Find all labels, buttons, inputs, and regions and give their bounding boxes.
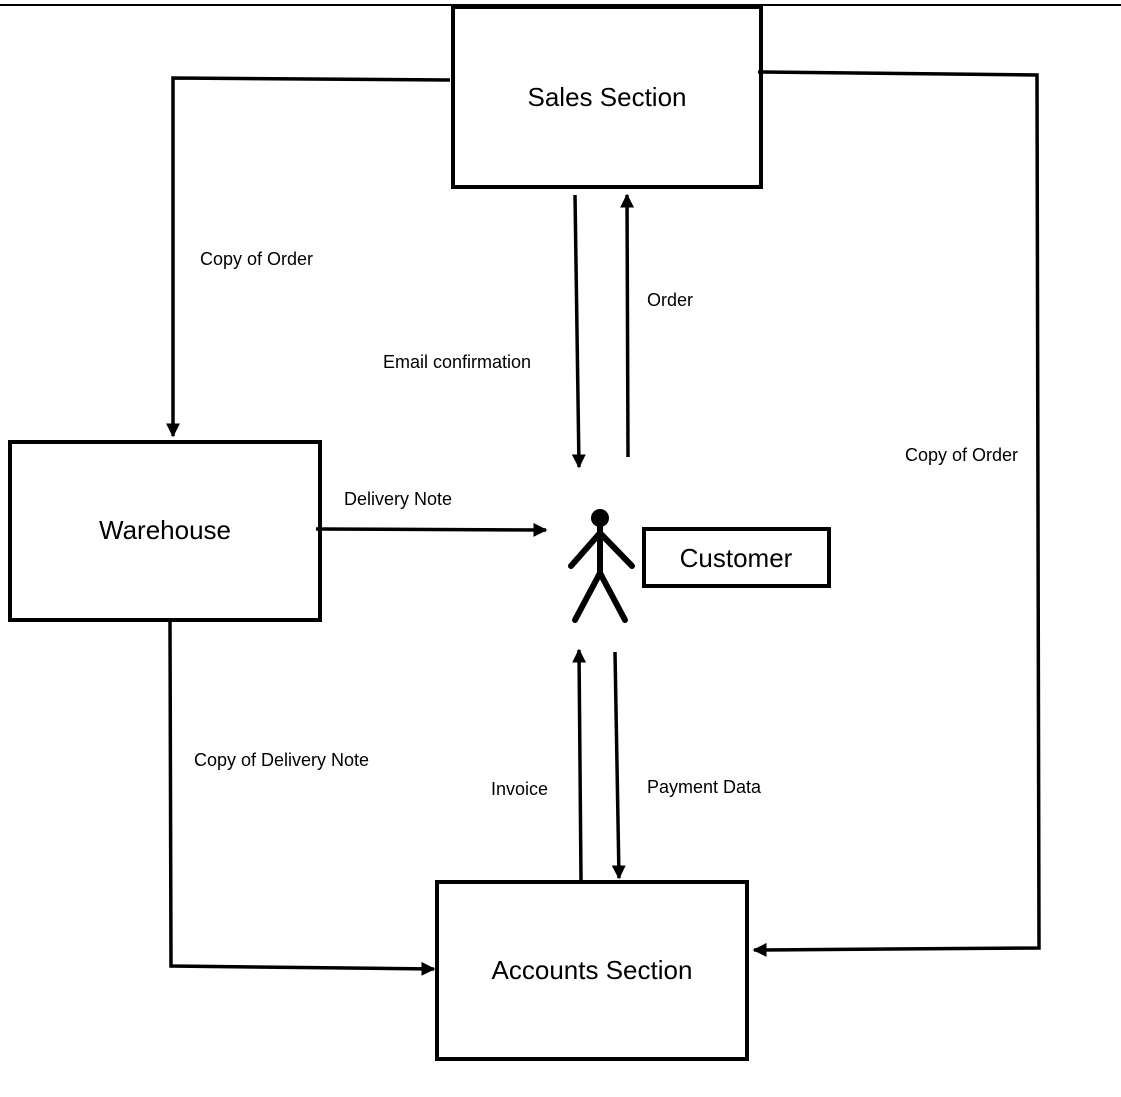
flow-invoice: Invoice <box>491 648 587 881</box>
flow-label-payment-data: Payment Data <box>647 777 762 797</box>
customer-label: Customer <box>680 543 793 573</box>
warehouse-label: Warehouse <box>99 515 231 545</box>
flow-copy-of-order-to-warehouse: Copy of Order <box>166 76 451 438</box>
stick-figure-icon <box>568 509 635 623</box>
customer-label-box <box>642 527 831 588</box>
flow-copy-of-order-to-accounts: Copy of Order <box>752 70 1041 957</box>
accounts-section-label: Accounts Section <box>492 955 693 985</box>
flow-delivery-note: Delivery Note <box>315 489 548 537</box>
warehouse-node[interactable]: Warehouse <box>8 440 322 622</box>
sales-section-label: Sales Section <box>528 82 687 112</box>
flow-label-email-confirmation: Email confirmation <box>383 352 531 372</box>
sales-section-node[interactable]: Sales Section <box>451 5 763 189</box>
customer-actor[interactable]: Customer <box>568 509 831 623</box>
accounts-section-node[interactable]: Accounts Section <box>435 880 749 1061</box>
flow-label-copy-of-delivery-note: Copy of Delivery Note <box>194 750 369 770</box>
flow-label-copy-of-order-left: Copy of Order <box>200 249 313 269</box>
flow-label-copy-of-order-right: Copy of Order <box>905 445 1018 465</box>
flow-label-delivery-note: Delivery Note <box>344 489 452 509</box>
flow-email-confirmation: Email confirmation <box>383 194 586 469</box>
flow-copy-of-delivery-note: Copy of Delivery Note <box>168 621 436 976</box>
flow-order: Order <box>620 193 693 458</box>
flow-label-order: Order <box>647 290 693 310</box>
flow-label-invoice: Invoice <box>491 779 548 799</box>
flow-payment-data: Payment Data <box>611 651 762 880</box>
